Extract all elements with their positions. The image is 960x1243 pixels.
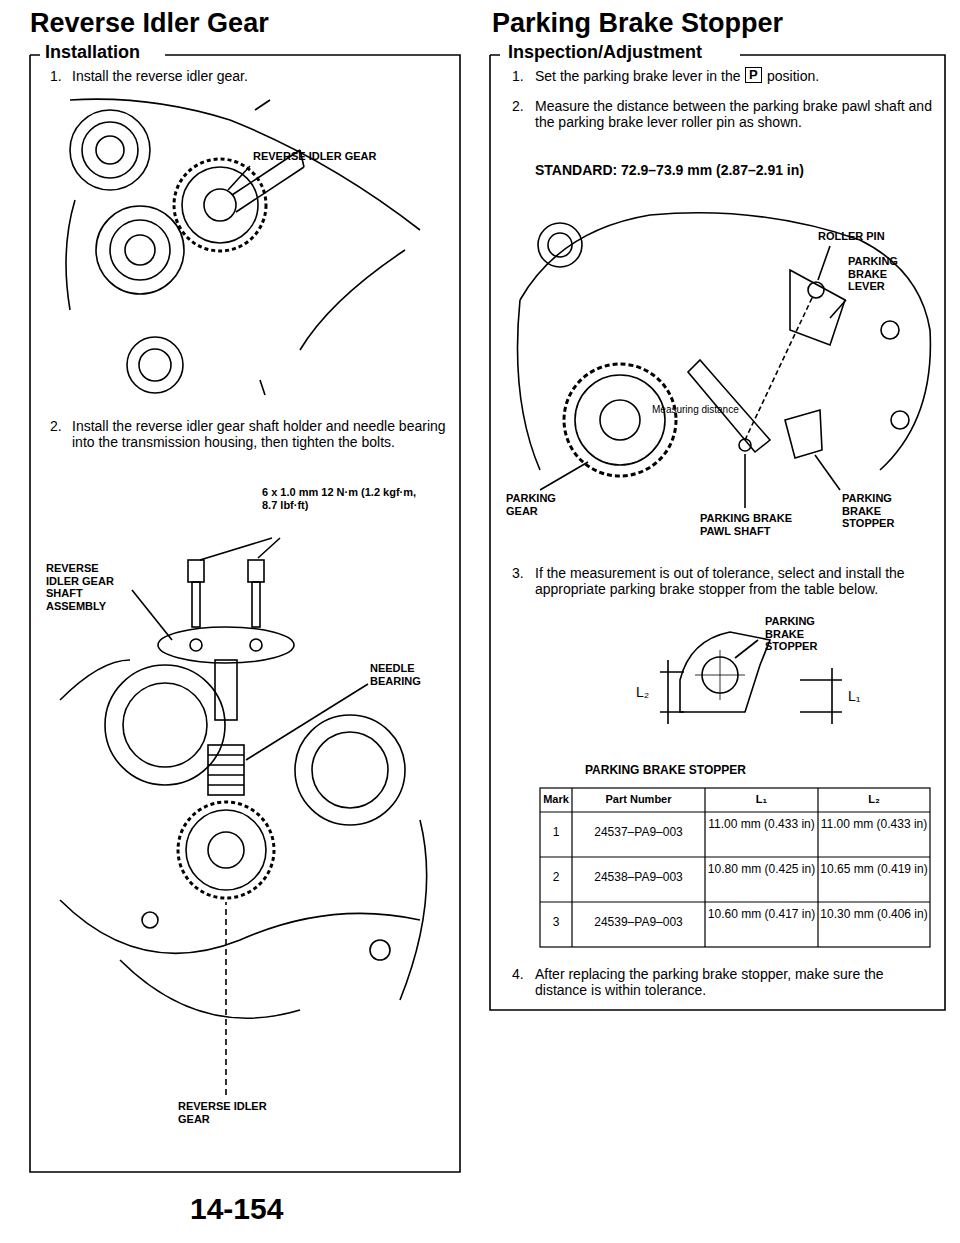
shaft-assembly-illustration (60, 560, 427, 1018)
step-number: 3. (512, 565, 524, 581)
measuring-line (745, 298, 812, 440)
table-header: L₂ (818, 793, 930, 806)
part-label: PARKING BRAKE STOPPER (842, 492, 922, 530)
idler-gear-illustration (66, 99, 420, 395)
dimension-label: L₂ (636, 684, 649, 700)
part-label: REVERSE IDLER GEAR (253, 150, 438, 163)
part-label: REVERSE IDLER GEAR (178, 1100, 278, 1125)
leader-line (200, 538, 272, 560)
table-cell: 2 (540, 871, 572, 885)
table-cell: 1 (540, 826, 572, 840)
instruction-text: Set the parking brake lever in the (535, 68, 740, 84)
parking-brake-illustration (518, 213, 931, 476)
leader-line (744, 454, 746, 508)
part-label: PARKING GEAR (506, 492, 566, 517)
panel-frame (30, 55, 460, 1172)
instruction-text: Install the reverse idler gear shaft hol… (72, 418, 450, 450)
section-heading: Reverse Idler Gear (30, 8, 269, 39)
subsection-heading: Inspection/Adjustment (508, 42, 702, 63)
table-cell: 24539–PA9–003 (572, 916, 705, 930)
table-cell: 11.00 mm (0.433 in) (818, 818, 930, 832)
part-label: PARKING BRAKE PAWL SHAFT (700, 512, 810, 537)
table-cell: 10.65 mm (0.419 in) (818, 863, 930, 877)
table-title: PARKING BRAKE STOPPER (585, 764, 746, 778)
leader-line (815, 455, 840, 490)
table-cell: 11.00 mm (0.433 in) (705, 818, 818, 832)
instruction-text: If the measurement is out of tolerance, … (535, 565, 930, 597)
table-header: L₁ (705, 793, 818, 806)
table-cell: 10.60 mm (0.417 in) (705, 908, 818, 922)
step-number: 1. (512, 68, 524, 84)
panel-frame (490, 55, 945, 1010)
leader-line (258, 538, 280, 558)
table-cell: 10.80 mm (0.425 in) (705, 863, 818, 877)
leader-line (818, 246, 830, 280)
page-number: 14-154 (190, 1192, 283, 1227)
table-cell: 24537–PA9–003 (572, 826, 705, 840)
dimension-label: L₁ (848, 688, 861, 704)
section-heading: Parking Brake Stopper (492, 8, 783, 39)
leader-line (830, 300, 846, 318)
leader-line (540, 462, 588, 490)
standard-value: STANDARD: 72.9–73.9 mm (2.87–2.91 in) (535, 162, 804, 178)
table-cell: 10.30 mm (0.406 in) (818, 908, 930, 922)
position-symbol: P (745, 67, 762, 83)
part-label: PARKING BRAKE LEVER (848, 255, 913, 293)
part-label: ROLLER PIN (818, 230, 885, 243)
table-grid (540, 788, 930, 947)
leader-line (246, 684, 368, 760)
table-header: Mark (540, 793, 572, 806)
step-number: 2. (50, 418, 62, 434)
leader-line (228, 166, 250, 190)
step-number: 4. (512, 966, 524, 982)
part-label: NEEDLE BEARING (370, 662, 450, 687)
part-label: PARKING BRAKE STOPPER (765, 615, 855, 653)
table-cell: 24538–PA9–003 (572, 871, 705, 885)
subsection-heading: Installation (45, 42, 140, 63)
step-number: 1. (50, 68, 62, 84)
instruction-text: Install the reverse idler gear. (72, 68, 442, 84)
instruction-text: position. (767, 68, 819, 84)
table-cell: 3 (540, 916, 572, 930)
leader-line (225, 902, 227, 1095)
instruction-text: After replacing the parking brake stoppe… (535, 966, 930, 998)
table-header: Part Number (572, 793, 705, 806)
torque-spec: 6 x 1.0 mm 12 N·m (1.2 kgf·m, 8.7 lbf·ft… (262, 486, 422, 511)
part-label: REVERSE IDLER GEAR SHAFT ASSEMBLY (46, 562, 131, 613)
step-number: 2. (512, 98, 524, 114)
instruction-text: Measure the distance between the parking… (535, 98, 933, 130)
measurement-label: Measuring distance (652, 404, 739, 416)
leader-line (132, 590, 172, 640)
